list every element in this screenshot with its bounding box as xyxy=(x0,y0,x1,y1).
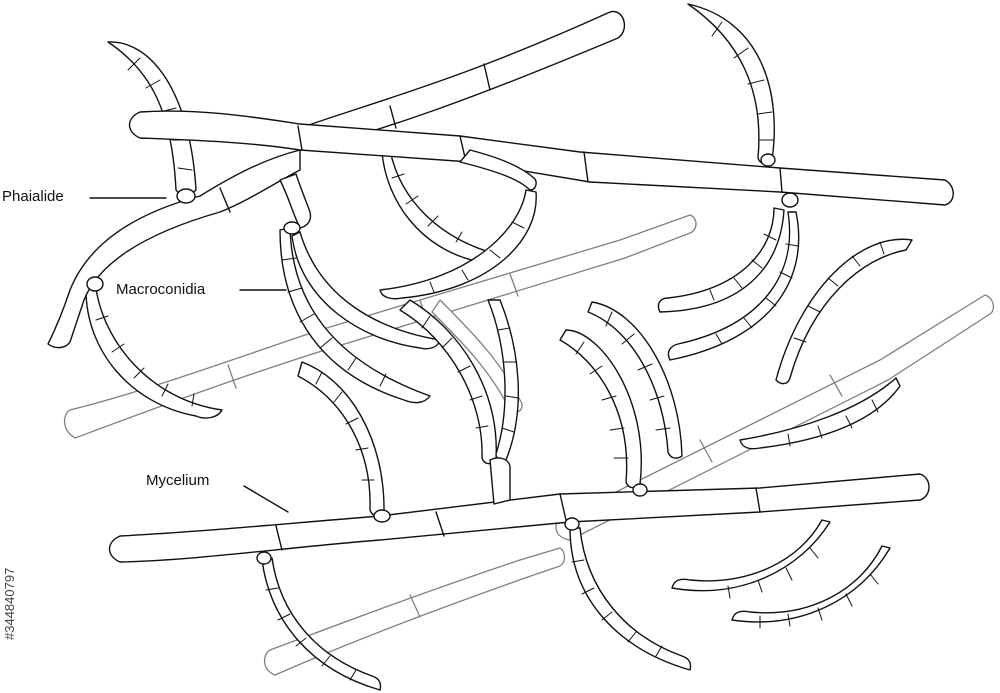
hypha xyxy=(108,473,930,563)
macroconidium xyxy=(671,519,831,592)
phialide xyxy=(283,221,301,235)
phialide xyxy=(564,517,580,531)
macroconidium xyxy=(667,211,800,361)
hypha xyxy=(279,173,312,229)
macroconidium xyxy=(261,557,382,691)
hypha xyxy=(459,149,537,191)
phialide xyxy=(781,192,799,208)
hypha xyxy=(299,10,626,151)
phialide xyxy=(176,188,196,204)
phialide xyxy=(632,483,648,497)
hypha xyxy=(489,457,511,505)
phialide xyxy=(373,509,391,523)
hypha xyxy=(47,149,301,349)
phialide xyxy=(86,276,104,292)
macroconidium xyxy=(775,238,913,385)
mycelium-hyphae xyxy=(47,10,954,563)
stock-watermark: #344840797 xyxy=(2,440,26,640)
phialide xyxy=(760,153,776,167)
macroconidium xyxy=(85,279,223,419)
macroconidium xyxy=(379,189,537,300)
phialides xyxy=(86,153,799,565)
macroconidia-label: Macroconidia xyxy=(116,281,206,298)
phialide xyxy=(256,551,272,565)
mycelium-leader-line xyxy=(243,485,289,513)
macroconidium xyxy=(291,231,441,350)
macroconidium xyxy=(587,301,683,459)
mycelium-label: Mycelium xyxy=(146,472,210,489)
phialide-label: Phaialide xyxy=(2,188,64,205)
macroconidium xyxy=(657,207,785,313)
macroconidium xyxy=(569,527,692,671)
leader-lines xyxy=(89,197,289,513)
stock-watermark-id: #344840797 xyxy=(2,567,17,640)
macroconidium xyxy=(399,299,497,465)
macroconidia-group xyxy=(85,3,913,691)
macroconidium xyxy=(559,329,642,489)
macroconidium xyxy=(279,227,431,404)
macroconidium xyxy=(731,545,891,623)
hypha xyxy=(128,110,954,206)
macroconidium xyxy=(739,377,901,450)
